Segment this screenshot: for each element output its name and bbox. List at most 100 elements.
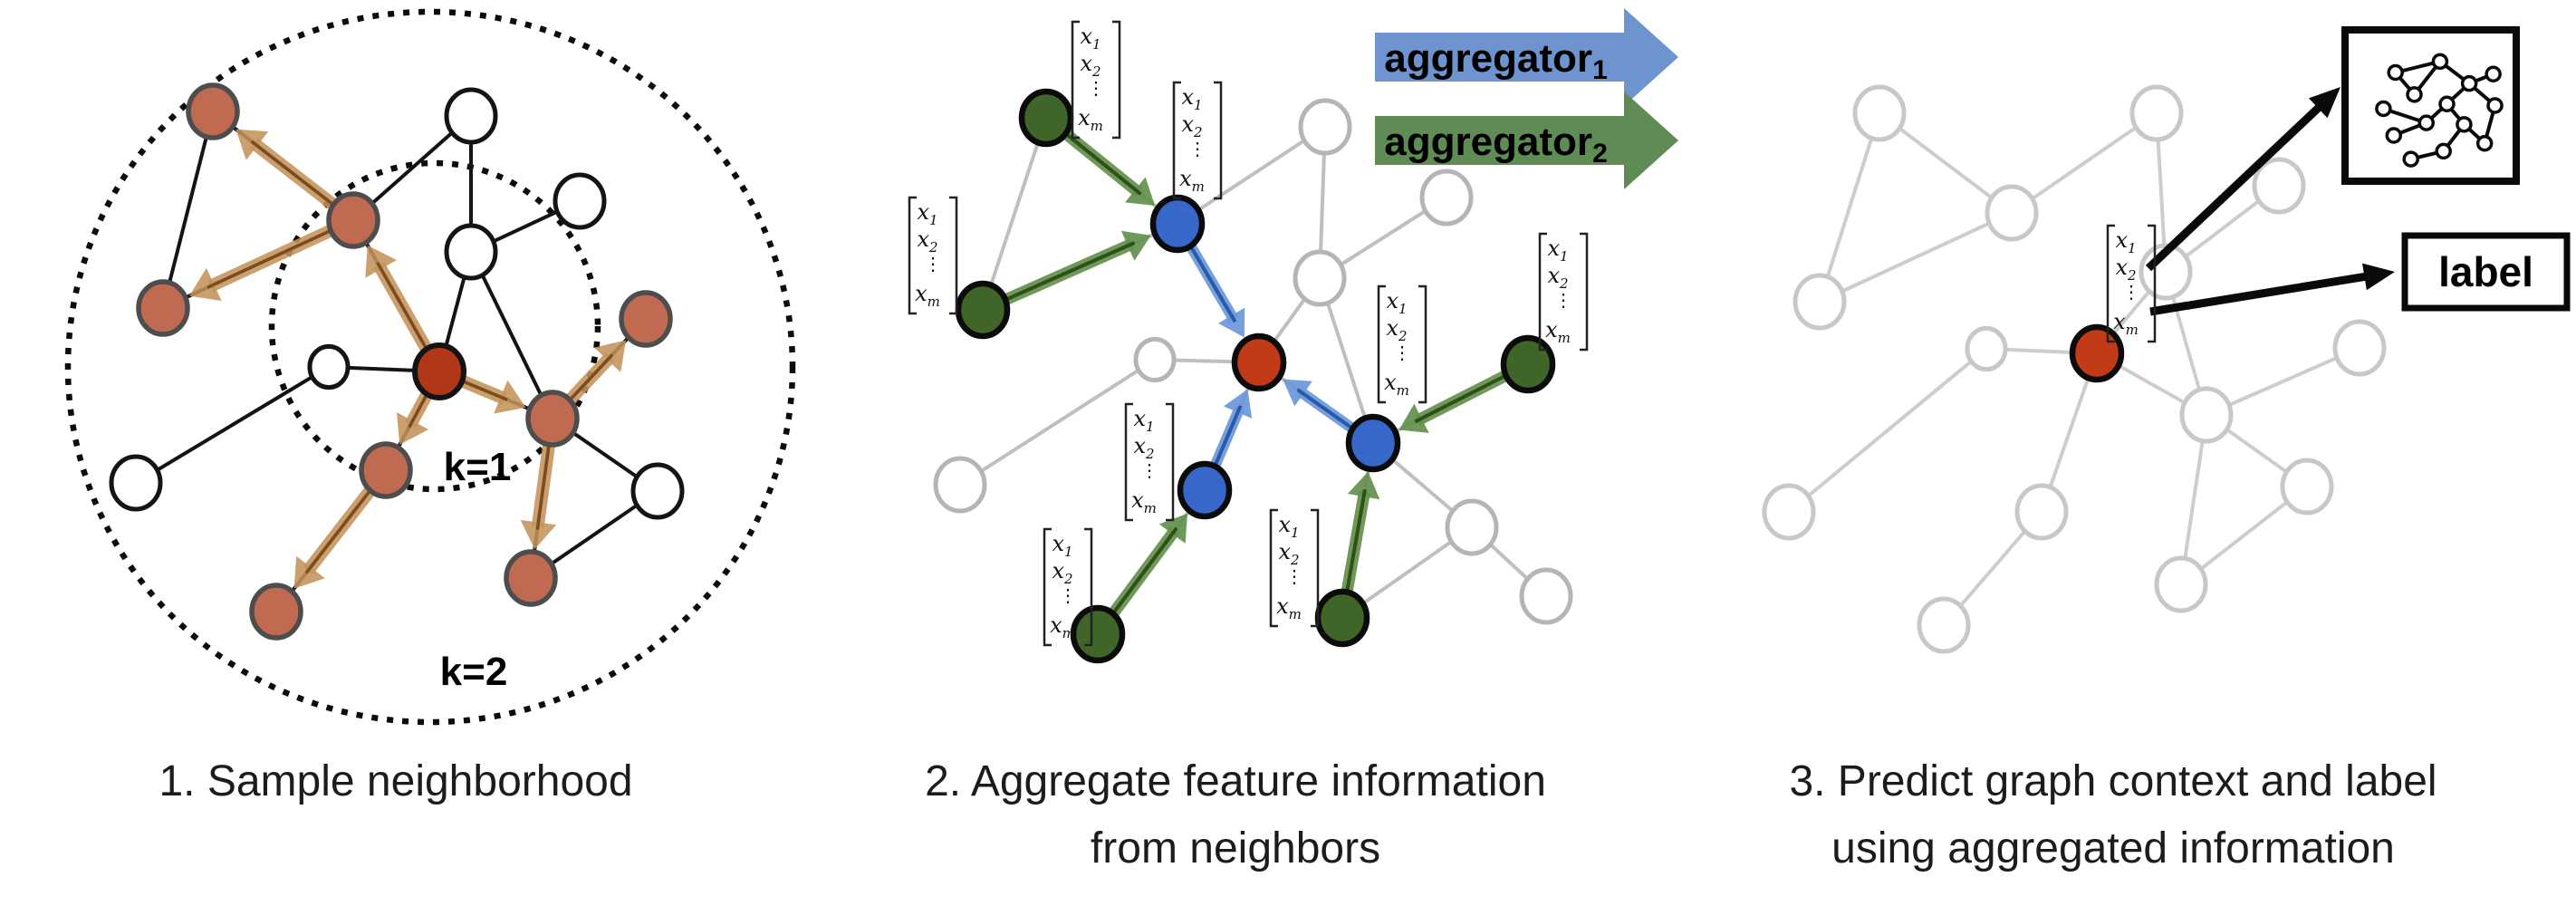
vector-entry: x2 [1133, 433, 1154, 462]
graph-node-gray3 [2252, 157, 2306, 215]
graph-edge [1819, 211, 2013, 304]
vector-entry: xm [1276, 593, 1302, 622]
graph-node-white [630, 462, 685, 520]
k-label-2: k=2 [440, 650, 508, 694]
graph-node-gray2 [1293, 249, 1347, 307]
vector-entry: xm [1179, 166, 1205, 195]
graph-node-green [1500, 334, 1556, 394]
aggregator-arrow-shaft [1375, 116, 1624, 165]
graph-node-sampled [504, 549, 558, 607]
graph-node-gray3 [1917, 596, 1971, 654]
k-label-1: k=1 [444, 445, 512, 489]
vector-entry: x2 [2115, 255, 2136, 284]
label-box-text: label [2438, 248, 2533, 295]
aggregator-label: aggregator2 [1384, 120, 1608, 169]
graph-edge [1818, 112, 1881, 303]
graph-edge [2179, 414, 2208, 585]
aggregator-arrow-head [1624, 8, 1678, 106]
graph-edge [1787, 347, 1988, 514]
vector-entry: x2 [1278, 539, 1299, 568]
vector-dots: ⋮ [1087, 77, 1105, 99]
graph-node-sampled [359, 441, 413, 499]
graph-node-gray2 [1519, 567, 1573, 625]
caption-3-line-2: using aggregated information [1831, 824, 2395, 872]
vector-dots: ⋮ [1140, 459, 1158, 481]
graph-node-gray3 [2332, 319, 2387, 377]
green-aggregation-arrow [988, 230, 1151, 312]
graph-node-green [1070, 604, 1126, 664]
aggregator-banner: aggregator1 [1375, 8, 1678, 106]
neighborhood-ring-k2 [64, 8, 796, 726]
caption-aggregate-features: 2. Aggregate feature information from ne… [806, 748, 1665, 882]
vector-entry: x2 [1386, 315, 1407, 344]
graph-node-blue [1177, 460, 1233, 520]
vector-entry: x2 [1181, 111, 1202, 140]
graph-node-center2 [1231, 333, 1287, 392]
vector-entry: x1 [1080, 24, 1101, 53]
vector-entry: x1 [1133, 406, 1154, 435]
aggregator-arrow-shaft [1375, 33, 1624, 82]
graph-node-gray3 [1793, 273, 1847, 331]
tan-aggregation-arrow [189, 217, 350, 302]
vector-entry: x2 [1080, 51, 1101, 80]
caption-predict-context-label: 3. Predict graph context and label using… [1684, 748, 2542, 882]
caption-3-line-1: 3. Predict graph context and label [1789, 757, 2437, 805]
vector-entry: x1 [1181, 84, 1202, 113]
graph-edge [981, 117, 1048, 311]
graph-edge [2206, 346, 2360, 417]
graph-context-icon [2341, 26, 2520, 185]
label-box: label [2401, 232, 2571, 312]
aggregator-banner: aggregator2 [1375, 92, 1678, 189]
vector-entry: x1 [917, 199, 937, 228]
graph-node-gray3 [1985, 184, 2039, 242]
vector-entry: xm [915, 281, 940, 310]
vector-entry: x1 [1052, 531, 1072, 560]
graph-node-gray2 [1298, 98, 1352, 156]
graph-node-gray3 [1852, 84, 1907, 142]
vector-entry: x1 [1386, 288, 1407, 317]
predict-arrow [2149, 263, 2395, 316]
graph-node-center2 [2069, 323, 2125, 383]
graph-edge [1878, 111, 2014, 215]
vector-dots: ⋮ [2122, 281, 2140, 303]
graph-node-white [109, 454, 163, 512]
graph-node-sampled [186, 82, 240, 140]
tan-aggregation-arrow [293, 472, 387, 589]
green-aggregation-arrow [1098, 513, 1187, 631]
graph-node-gray2 [1419, 169, 1474, 226]
graph-node-blue [1149, 194, 1206, 254]
panel-aggregate-features: aggregator1aggregator2x1x2⋮xmx1x2⋮xmx1x2… [908, 8, 1678, 664]
graph-node-sampled [525, 390, 580, 448]
graph-node-green [1018, 88, 1074, 148]
graph-node-gray3 [2280, 458, 2334, 516]
graph-node-gray3 [2179, 386, 2234, 444]
graph-node-gray3 [1762, 483, 1816, 541]
graph-node-white [553, 172, 607, 230]
vector-entry: xm [1078, 105, 1103, 134]
caption-sample-neighborhood: 1. Sample neighborhood [0, 748, 825, 815]
vector-entry: x2 [1052, 558, 1072, 587]
vector-dots: ⋮ [1285, 565, 1303, 587]
vector-entry: xm [1131, 487, 1157, 516]
graph-node-gray3 [1965, 325, 2008, 372]
graph-edge [469, 251, 554, 419]
graph-edge [1176, 125, 1327, 226]
graph-node-gray2 [933, 456, 987, 514]
graph-node-white [444, 223, 498, 281]
vector-entry: x1 [2115, 227, 2136, 256]
green-aggregation-arrow [1338, 471, 1380, 611]
graph-node-green [955, 280, 1011, 340]
graph-edge [958, 358, 1157, 487]
vector-dots: ⋮ [1188, 138, 1206, 159]
graph-node-gray2 [1133, 336, 1177, 383]
vector-dots: ⋮ [1393, 342, 1411, 363]
vector-dots: ⋮ [1059, 584, 1077, 606]
predict-arrow [2145, 87, 2341, 272]
vector-entry: xm [2113, 309, 2139, 338]
